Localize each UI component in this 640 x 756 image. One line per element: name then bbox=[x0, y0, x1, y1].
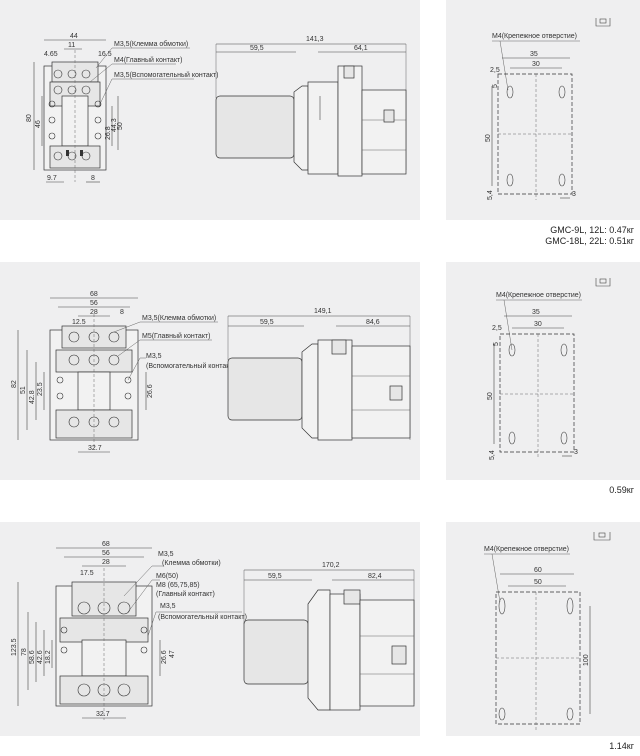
row3-weight: 1.14кг bbox=[609, 741, 634, 752]
row3-front-view: 68 56 28 17.5 123.5 78 58.6 42.6 18.2 26… bbox=[11, 541, 247, 720]
row3-hole-label: M4(Крепежное отверстие) bbox=[484, 546, 569, 553]
row2-dim-56: 56 bbox=[90, 300, 98, 307]
row3-dim-78: 78 bbox=[21, 648, 28, 656]
row2-dim-51: 51 bbox=[20, 386, 27, 394]
row2-side-view: 149,1 59,5 84,6 bbox=[227, 308, 411, 441]
row1-mount-25: 2,5 bbox=[490, 67, 500, 74]
row1-hole-label: M4(Крепежное отверстие) bbox=[492, 33, 577, 40]
row2-dim-235: 23.5 bbox=[37, 382, 44, 396]
row3-dim-426: 42.6 bbox=[37, 650, 44, 664]
row3-mount-100: 100 bbox=[583, 654, 590, 666]
row3-dim-47: 47 bbox=[169, 650, 176, 658]
row2-mount-3: 3 bbox=[574, 449, 578, 456]
row1-width-dim: 44 bbox=[70, 33, 78, 40]
row3-dim-266: 26.6 bbox=[161, 650, 168, 664]
row2-mount-50: 50 bbox=[487, 392, 494, 400]
row2-dim-8: 8 bbox=[120, 309, 124, 316]
row2-mount-35: 35 bbox=[532, 309, 540, 316]
row3-dim-56: 56 bbox=[102, 550, 110, 557]
row1-weight: GMC-9L, 12L: 0.47кг GMC-18L, 22L: 0.51кг bbox=[545, 225, 634, 247]
row2-label-main: M5(Главный контакт) bbox=[142, 332, 211, 340]
row2-mount-25: 2,5 bbox=[492, 325, 502, 332]
row1-dim-46: 46 bbox=[35, 120, 42, 128]
row1-side-right: 64,1 bbox=[354, 45, 368, 52]
row2-side-overall: 149,1 bbox=[314, 308, 332, 315]
row1-weight-line-2: GMC-18L, 22L: 0.51кг bbox=[545, 236, 634, 246]
row1-label-coil: M3,5(Клемма обмотки) bbox=[114, 40, 188, 48]
row1-mount-54: 5,4 bbox=[487, 190, 494, 200]
row1-weight-line-1: GMC-9L, 12L: 0.47кг bbox=[550, 225, 634, 235]
row3-mount-panel bbox=[446, 522, 640, 736]
row3-label-aux-desc: (Вспомогательный контакт) bbox=[158, 613, 247, 621]
row2-label-aux-desc: (Вспомогательный контакт) bbox=[146, 362, 235, 370]
row3-dim-182: 18.2 bbox=[45, 650, 52, 664]
row1-side-view: 141,3 59,5 64,1 bbox=[215, 36, 407, 177]
row1-dim-268: 26.8 bbox=[105, 126, 112, 140]
row2-dim-428: 42.8 bbox=[29, 390, 36, 404]
row2-dim-28: 28 bbox=[90, 309, 98, 316]
row3-side-view: 170,2 59,5 82,4 bbox=[243, 562, 415, 711]
row3-side-right: 82,4 bbox=[368, 573, 382, 580]
row3-label-aux: M3,5 bbox=[160, 603, 176, 610]
row2-label-coil: M3,5(Клемма обмотки) bbox=[142, 314, 216, 322]
row3-side-left: 59,5 bbox=[268, 573, 282, 580]
row2-label-aux: M3,5 bbox=[146, 353, 162, 360]
row2-mount-5: 5 bbox=[493, 342, 500, 346]
row2-dim-327: 32.7 bbox=[88, 445, 102, 452]
row1-label-aux: M3,5(Вспомогательный контакт) bbox=[114, 71, 218, 79]
row3-label-m6: M6(50) bbox=[156, 573, 178, 580]
row1-side-overall: 141,3 bbox=[306, 36, 324, 43]
row1-mount-30: 30 bbox=[532, 61, 540, 68]
row1-mount-view: M4(Крепежное отверстие) 35 30 2,5 50 5 5… bbox=[485, 18, 611, 200]
row3-mount-view: M4(Крепежное отверстие) 60 50 100 bbox=[484, 532, 611, 730]
row3-label-m8: M8 (65,75,85) bbox=[156, 582, 200, 589]
row2-mount-54: 5,4 bbox=[489, 450, 496, 460]
row1-mount-50: 50 bbox=[485, 134, 492, 142]
row3-dim-1235: 123.5 bbox=[11, 638, 18, 656]
row1-side-left: 59,5 bbox=[250, 45, 264, 52]
row2-weight-line-1: 0.59кг bbox=[609, 485, 634, 495]
row3-dim-175: 17.5 bbox=[80, 570, 94, 577]
row2-weight: 0.59кг bbox=[609, 485, 634, 496]
row1-dim-97: 9.7 bbox=[47, 175, 57, 182]
row2-mount-view: M4(Крепежное отверстие) 35 30 2,5 50 5 5… bbox=[487, 278, 611, 460]
row1-dim-165: 16.5 bbox=[98, 51, 112, 58]
row2-dim-266: 26.6 bbox=[147, 384, 154, 398]
row3-mount-50: 50 bbox=[534, 579, 542, 586]
row1-front-view: 44 11 4.65 16.5 80 46 26.8 44.3 50 9.7 8… bbox=[26, 33, 218, 183]
row1-mount-panel bbox=[446, 0, 640, 220]
row3-label-coil-desc: (Клемма обмотки) bbox=[162, 559, 221, 567]
row2-side-right: 84,6 bbox=[366, 319, 380, 326]
row3-dim-327: 32.7 bbox=[96, 711, 110, 718]
row1-label-main: M4(Главный контакт) bbox=[114, 56, 183, 64]
row2-dim-125: 12.5 bbox=[72, 319, 86, 326]
row2-mount-panel bbox=[446, 262, 640, 480]
row2-front-view: 68 56 28 8 12.5 82 51 42.8 23.5 26.6 32.… bbox=[11, 291, 235, 453]
row1-mount-5: 5 bbox=[492, 84, 499, 88]
row1-mount-3: 3 bbox=[572, 191, 576, 198]
row1-dim-443: 44.3 bbox=[111, 118, 118, 132]
row2-hole-label: M4(Крепежное отверстие) bbox=[496, 292, 581, 299]
row1-dim-465: 4.65 bbox=[44, 51, 58, 58]
row3-dim-586: 58.6 bbox=[29, 650, 36, 664]
row2-dim-68: 68 bbox=[90, 291, 98, 298]
row1-dim-80: 80 bbox=[26, 114, 33, 122]
row3-mount-60: 60 bbox=[534, 567, 542, 574]
row1-dim-8: 8 bbox=[91, 175, 95, 182]
row2-side-left: 59,5 bbox=[260, 319, 274, 326]
row2-mount-30: 30 bbox=[534, 321, 542, 328]
row2-dim-82: 82 bbox=[11, 380, 18, 388]
row3-label-main: (Главный контакт) bbox=[156, 590, 215, 598]
row3-dim-68: 68 bbox=[102, 541, 110, 548]
row3-label-coil: M3,5 bbox=[158, 551, 174, 558]
row3-side-overall: 170,2 bbox=[322, 562, 340, 569]
row1-mount-35: 35 bbox=[530, 51, 538, 58]
row1-dim-11: 11 bbox=[68, 42, 75, 49]
row1-dim-50: 50 bbox=[117, 122, 124, 130]
row3-weight-line-1: 1.14кг bbox=[609, 741, 634, 751]
row3-dim-28: 28 bbox=[102, 559, 110, 566]
